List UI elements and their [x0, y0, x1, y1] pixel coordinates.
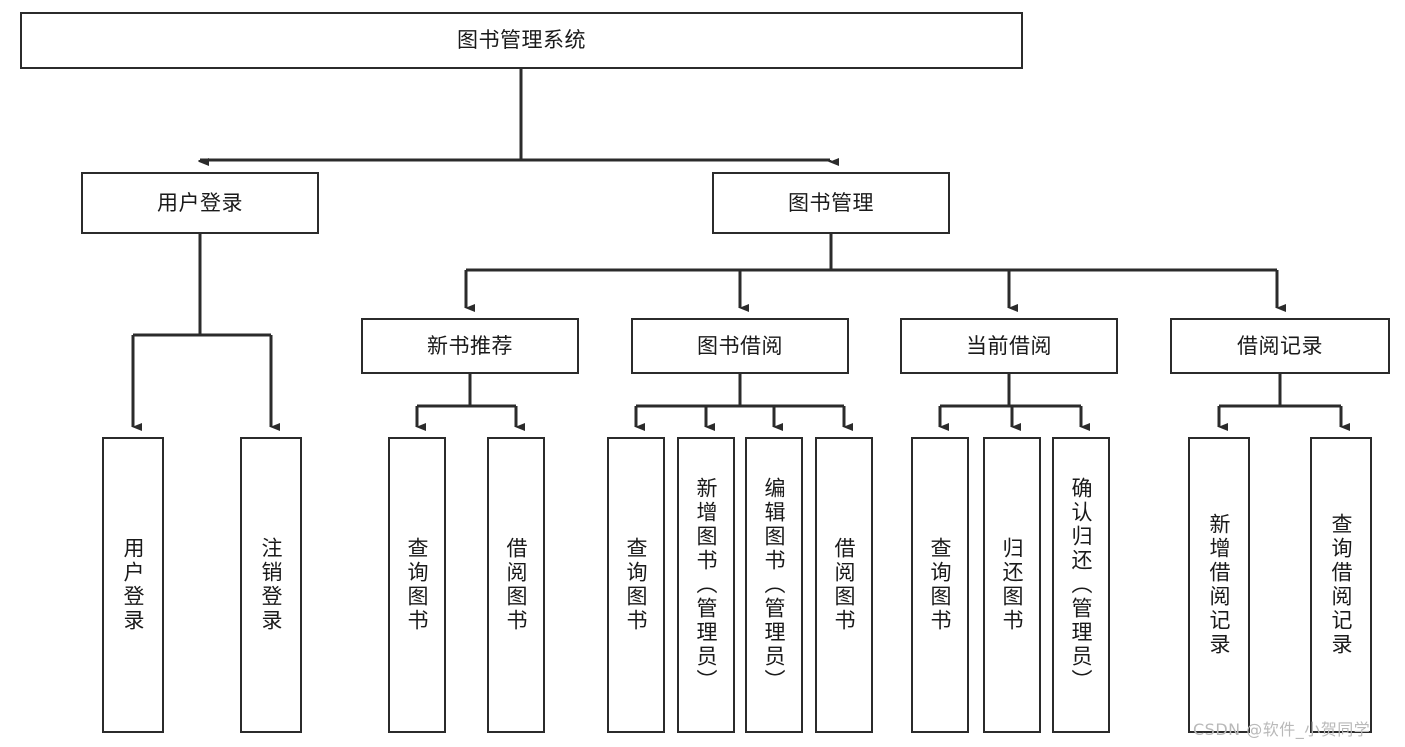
node-book-borrow[interactable]: 图书借阅	[631, 318, 849, 374]
node-new-book-recommend[interactable]: 新书推荐	[361, 318, 579, 374]
node-label: 图书管理	[788, 190, 874, 215]
node-label: 新增借阅记录	[1207, 513, 1232, 657]
leaf-node[interactable]: 查询借阅记录	[1310, 437, 1372, 733]
node-current-borrow[interactable]: 当前借阅	[900, 318, 1118, 374]
node-label: 用户登录	[157, 190, 243, 215]
node-label: 图书借阅	[697, 333, 783, 358]
node-label: 归还图书	[1000, 537, 1025, 633]
leaf-node[interactable]: 注销登录	[240, 437, 302, 733]
node-label: 新书推荐	[427, 333, 513, 358]
node-label: 新增图书（管理员）	[694, 477, 719, 693]
leaf-node[interactable]: 查询图书	[388, 437, 446, 733]
leaf-node[interactable]: 借阅图书	[815, 437, 873, 733]
node-label: 查询图书	[928, 537, 953, 633]
leaf-node[interactable]: 新增图书（管理员）	[677, 437, 735, 733]
leaf-node[interactable]: 编辑图书（管理员）	[745, 437, 803, 733]
node-label: 查询图书	[405, 537, 430, 633]
node-root-system[interactable]: 图书管理系统	[20, 12, 1023, 69]
node-label: 用户登录	[121, 537, 146, 633]
node-label: 确认归还（管理员）	[1069, 477, 1094, 693]
node-label: 注销登录	[259, 537, 284, 633]
leaf-node[interactable]: 查询图书	[911, 437, 969, 733]
node-label: 图书管理系统	[457, 28, 586, 53]
node-user-login[interactable]: 用户登录	[81, 172, 319, 234]
csdn-watermark: CSDN @软件_小贺同学	[1193, 720, 1371, 739]
leaf-node[interactable]: 查询图书	[607, 437, 665, 733]
leaf-node[interactable]: 借阅图书	[487, 437, 545, 733]
node-label: 当前借阅	[966, 333, 1052, 358]
node-label: 查询图书	[624, 537, 649, 633]
leaf-node[interactable]: 确认归还（管理员）	[1052, 437, 1110, 733]
leaf-node[interactable]: 用户登录	[102, 437, 164, 733]
node-label: 借阅图书	[832, 537, 857, 633]
node-label: 借阅图书	[504, 537, 529, 633]
node-borrow-record[interactable]: 借阅记录	[1170, 318, 1390, 374]
node-label: 借阅记录	[1237, 333, 1323, 358]
node-label: 查询借阅记录	[1329, 513, 1354, 657]
node-book-management[interactable]: 图书管理	[712, 172, 950, 234]
leaf-node[interactable]: 新增借阅记录	[1188, 437, 1250, 733]
node-label: 编辑图书（管理员）	[762, 477, 787, 693]
leaf-node[interactable]: 归还图书	[983, 437, 1041, 733]
